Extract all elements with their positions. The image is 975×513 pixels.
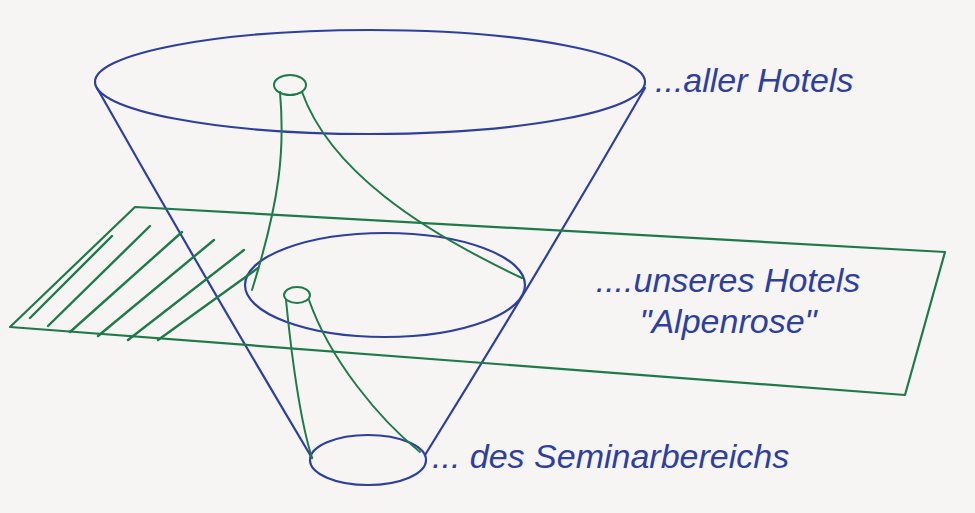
plane-band: ....unseres Hotels "Alpenrose" [0, 190, 975, 410]
funnel-middle-ellipse [245, 233, 525, 337]
level-label: ...aller Hotels [655, 60, 853, 101]
inner-middle-ellipse [284, 287, 310, 303]
level-label: ... des Seminarbereichs [432, 436, 789, 477]
inner-funnel-line [309, 300, 420, 452]
hatching [30, 226, 258, 340]
plane-outline [0, 190, 975, 410]
inner-funnel-line [302, 92, 522, 278]
funnel-left-side [97, 88, 312, 458]
funnel-top-ellipse [95, 30, 645, 134]
plane-label: ....unseres Hotels "Alpenrose" [548, 260, 908, 342]
inner-funnel-line [286, 300, 312, 458]
inner-funnel-line [252, 92, 282, 290]
